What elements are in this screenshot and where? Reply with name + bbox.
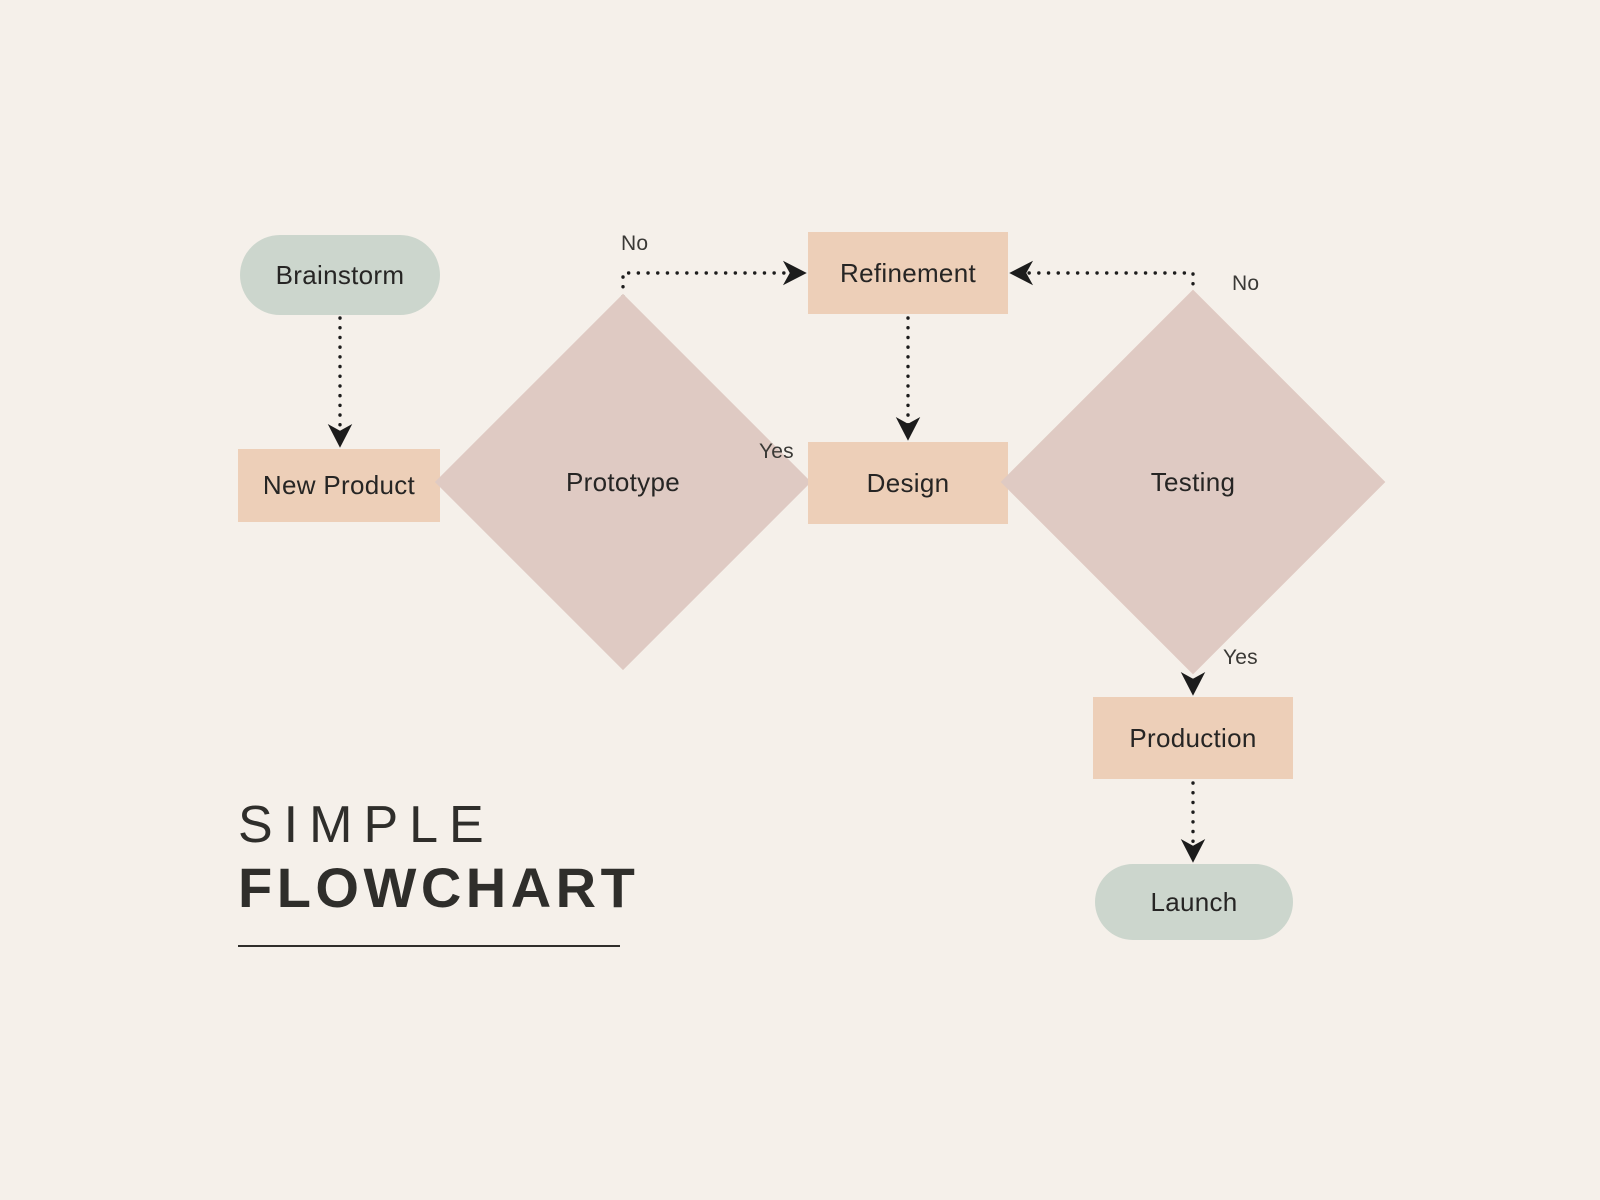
node-new-product[interactable]: New Product (238, 449, 440, 522)
node-production-label: Production (1129, 722, 1257, 753)
edge-label-yes-prototype: Yes (759, 440, 794, 463)
node-prototype-label: Prototype (566, 466, 680, 497)
title-block: SIMPLE FLOWCHART (238, 796, 758, 947)
node-brainstorm-label: Brainstorm (275, 259, 405, 290)
title-underline (238, 944, 620, 947)
node-design-label: Design (866, 467, 950, 498)
edge-label-no-prototype: No (621, 232, 649, 255)
edge-label-no-testing: No (1232, 272, 1260, 295)
page-title-line2: FLOWCHART (238, 856, 640, 920)
node-production[interactable]: Production (1093, 697, 1293, 779)
node-refinement-label: Refinement (840, 257, 976, 288)
node-launch[interactable]: Launch (1095, 864, 1293, 940)
node-brainstorm[interactable]: Brainstorm (240, 235, 440, 315)
node-refinement[interactable]: Refinement (808, 232, 1008, 314)
node-new-product-label: New Product (262, 470, 416, 500)
edge-label-yes-testing: Yes (1223, 646, 1258, 669)
node-design[interactable]: Design (808, 442, 1008, 524)
node-launch-label: Launch (1150, 886, 1238, 917)
node-prototype[interactable]: Prototype (434, 293, 812, 671)
page-title-line1: SIMPLE (238, 796, 495, 854)
node-testing-label: Testing (1150, 466, 1236, 497)
node-testing[interactable]: Testing (1000, 289, 1386, 675)
